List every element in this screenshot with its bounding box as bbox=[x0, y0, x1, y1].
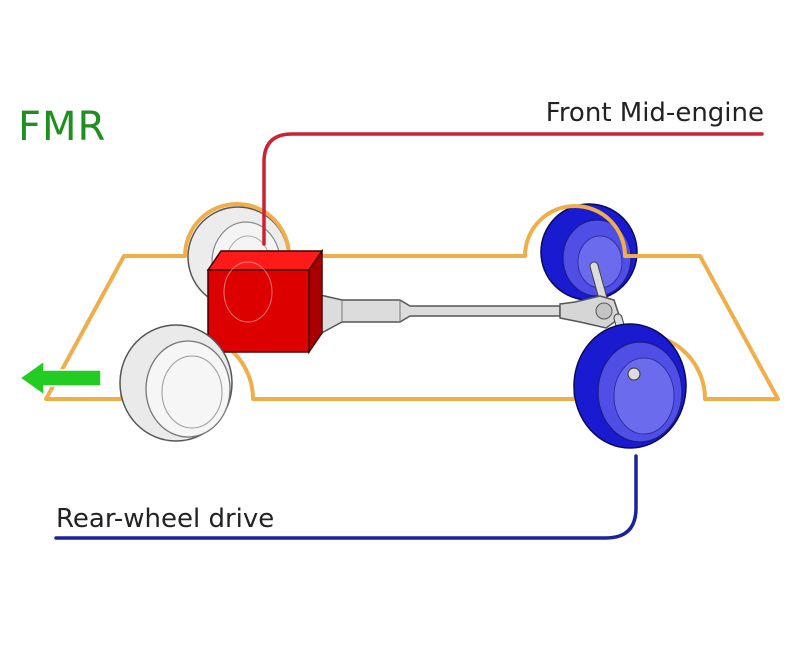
rear-right-wheel bbox=[573, 323, 687, 449]
drive-type-label: Rear-wheel drive bbox=[56, 504, 275, 534]
engine-block bbox=[206, 248, 324, 355]
driveshaft bbox=[315, 293, 561, 338]
front-right-wheel bbox=[119, 324, 233, 442]
forward-arrow-icon bbox=[18, 359, 102, 397]
layout-code-label: FMR bbox=[18, 104, 107, 150]
engine-callout-line bbox=[262, 132, 764, 246]
engine-position-label: Front Mid-engine bbox=[545, 98, 764, 128]
drive-callout-line bbox=[54, 454, 638, 540]
rear-left-wheel bbox=[540, 203, 638, 301]
differential bbox=[559, 295, 621, 329]
